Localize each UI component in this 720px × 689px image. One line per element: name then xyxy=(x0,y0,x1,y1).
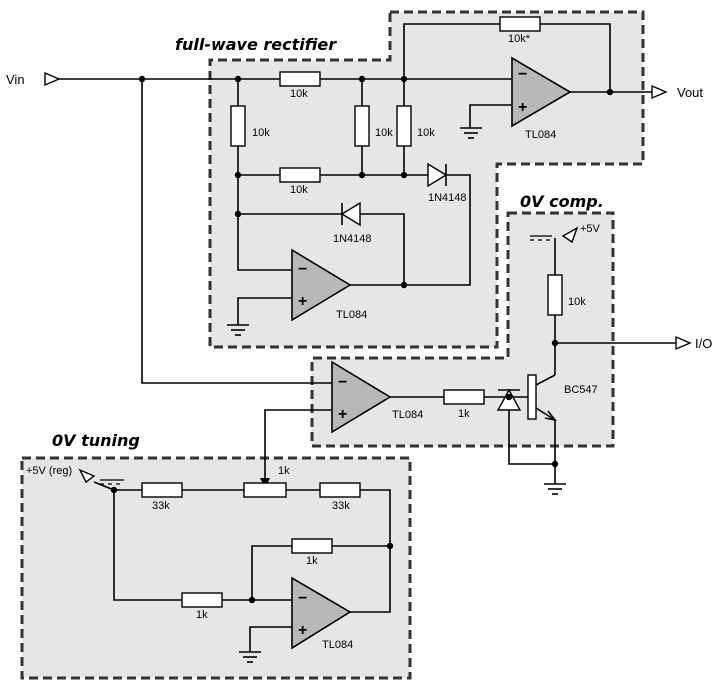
opamp-u1: − + xyxy=(511,56,572,128)
resistor-middle xyxy=(279,167,321,183)
vin-label: Vin xyxy=(6,72,25,87)
resistor-base-label: 1k xyxy=(458,408,470,420)
transistor-label: BC547 xyxy=(564,384,598,396)
opamp-u1-label: TL084 xyxy=(525,129,556,141)
resistor-comp-pullup xyxy=(547,274,563,316)
resistor-tune-input xyxy=(181,592,223,608)
zero-volt-comp-title: 0V comp. xyxy=(520,192,604,211)
plus5v-supply xyxy=(530,226,579,244)
svg-text:+: + xyxy=(298,622,307,639)
zero-volt-tuning-title: 0V tuning xyxy=(52,431,140,450)
resistor-vertical-2 xyxy=(354,105,370,147)
resistor-base xyxy=(443,389,485,405)
vin-port xyxy=(44,71,61,87)
resistor-middle-label: 10k xyxy=(290,184,308,196)
tuning-wiring xyxy=(93,481,391,652)
ground-symbol-3 xyxy=(544,483,566,495)
resistor-tune-feedback xyxy=(291,538,333,554)
diode-d2 xyxy=(340,201,361,227)
ground-symbol-1 xyxy=(460,127,482,139)
svg-text:−: − xyxy=(298,261,307,278)
svg-text:+: + xyxy=(298,293,307,310)
zero-volt-comp-region xyxy=(310,211,615,448)
resistor-feedback-top-label: 10k* xyxy=(508,33,531,45)
opamp-u3-label: TL084 xyxy=(392,409,423,421)
resistor-input-top xyxy=(279,71,321,87)
diode-d2-label: 1N4148 xyxy=(333,233,372,245)
diode-d1-label: 1N4148 xyxy=(428,192,467,204)
resistor-vertical-1 xyxy=(230,105,246,147)
ground-symbol-2 xyxy=(227,324,249,336)
potentiometer-tune-label: 1k xyxy=(278,465,290,477)
tuning-junctions xyxy=(110,486,394,604)
resistor-vertical-2-label: 10k xyxy=(375,127,393,139)
resistor-vertical-3-label: 10k xyxy=(417,127,435,139)
resistor-tune-left-label: 33k xyxy=(152,500,170,512)
full-wave-rectifier-title: full-wave rectifier xyxy=(175,35,337,54)
resistor-tune-right-label: 33k xyxy=(332,500,350,512)
svg-text:+: + xyxy=(338,406,347,423)
opamp-u4: − + xyxy=(291,576,352,650)
vout-port xyxy=(651,84,668,100)
io-label: I/O xyxy=(695,336,712,351)
resistor-feedback-top xyxy=(499,16,541,32)
resistor-vertical-3 xyxy=(396,105,412,147)
opamp-u2-label: TL084 xyxy=(336,309,367,321)
ground-symbol-4 xyxy=(239,651,261,663)
resistor-vertical-1-label: 10k xyxy=(252,127,270,139)
vout-label: Vout xyxy=(677,85,703,100)
opamp-u3: − + xyxy=(331,360,392,434)
svg-text:+: + xyxy=(518,99,527,116)
resistor-tune-feedback-label: 1k xyxy=(306,555,318,567)
svg-text:−: − xyxy=(518,66,527,83)
resistor-tune-right xyxy=(319,482,361,498)
opamp-u2: − + xyxy=(291,248,352,322)
diode-d1 xyxy=(427,162,448,188)
io-port xyxy=(675,335,692,351)
opamp-u4-label: TL084 xyxy=(322,639,353,651)
plus5v-reg-label: +5V (reg) xyxy=(26,465,72,477)
plus5v-label: +5V xyxy=(580,223,601,235)
resistor-tune-left xyxy=(141,482,183,498)
potentiometer-tune xyxy=(243,482,287,498)
resistor-input-top-label: 10k xyxy=(290,88,308,100)
rectifier-wiring xyxy=(59,23,652,325)
svg-text:−: − xyxy=(338,374,347,391)
svg-text:−: − xyxy=(298,590,307,607)
transistor-bc547 xyxy=(527,374,557,422)
resistor-tune-input-label: 1k xyxy=(196,609,208,621)
comp-junctions xyxy=(505,339,559,468)
rectifier-junctions xyxy=(138,75,614,289)
resistor-comp-pullup-label: 10k xyxy=(568,296,586,308)
